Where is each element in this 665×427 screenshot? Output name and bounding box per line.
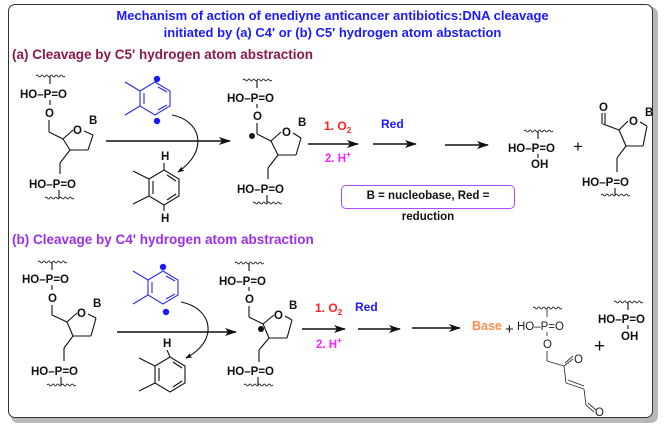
hydrogen-label-top: H: [161, 151, 169, 163]
radical-dot-icon: [258, 326, 264, 332]
scheme-title-line-1: Mechanism of action of enediyne anticanc…: [116, 8, 549, 23]
base-label: B: [645, 107, 653, 119]
phosphate-top-label: HO–P=O: [219, 276, 266, 288]
hydroxyl-label: OH: [621, 331, 638, 343]
phosphate-top-label: HO–P=O: [22, 274, 69, 286]
section-a-step-1: 1. O2: [324, 119, 352, 135]
ring-oxygen-label: O: [274, 310, 283, 322]
radical-dot-icon: [249, 133, 255, 139]
phosphate-label: HO–P=O: [582, 177, 629, 189]
radical-dot-icon: [153, 75, 161, 83]
aldehyde-oxygen-label: O: [599, 102, 608, 114]
ring-oxygen-label: O: [77, 308, 86, 320]
radical-dot-icon: [159, 263, 167, 271]
section-a-benzene-product: H H: [132, 151, 180, 225]
phosphate-top-label: HO–P=O: [227, 93, 274, 105]
hydroxyl-label: OH: [531, 159, 548, 171]
section-b-benzene-product: H: [138, 338, 186, 393]
section-b-base-product: Base: [472, 319, 502, 333]
radical-dot-icon: [162, 308, 170, 316]
phosphate-bottom-label: HO–P=O: [227, 366, 274, 378]
section-b-product-enone-aldehyde: HO–P=O O O O: [517, 306, 604, 419]
section-b-plus-2: +: [594, 336, 605, 357]
section-b-step-1: 1. O2: [315, 301, 343, 317]
section-b-step-2: 2. H+: [316, 336, 342, 351]
section-a-reagent-red: Red: [381, 117, 404, 131]
section-b-benzene-diradical: [132, 263, 179, 316]
ester-oxygen-label: O: [48, 293, 57, 305]
scheme-title-line-2: initiated by (a) C4' or (b) C5' hydrogen…: [163, 25, 502, 40]
ring-oxygen-label: O: [629, 116, 638, 128]
phosphate-label: HO–P=O: [508, 143, 555, 155]
ring-oxygen-label: O: [73, 125, 82, 137]
section-a-c5-radical-intermediate: HO–P=O O O B HO–P=O: [227, 78, 306, 205]
section-b-reactant-nucleotide: HO–P=O O O B HO–P=O: [22, 260, 101, 387]
phosphate-label: HO–P=O: [598, 314, 645, 326]
section-a-reactant-nucleotide: HO–P=O O O B HO–P=O: [20, 74, 97, 200]
section-b-heading: (b) Cleavage by C4' hydrogen atom abstra…: [12, 232, 314, 247]
ester-oxygen-label: O: [245, 294, 254, 306]
section-b-plus-1: +: [505, 321, 514, 338]
section-a-benzene-diradical: [124, 75, 171, 125]
base-label: B: [89, 115, 97, 127]
ketone-oxygen-label: O: [574, 354, 583, 366]
phosphate-top-label: HO–P=O: [20, 89, 67, 101]
ring-oxygen-label: O: [282, 127, 291, 139]
phosphate-label: HO–P=O: [517, 321, 564, 333]
ester-oxygen-label: O: [543, 339, 552, 351]
section-a-step-2: 2. H+: [325, 150, 351, 165]
hydrogen-label: H: [163, 338, 171, 350]
section-a-heading: (a) Cleavage by C5' hydrogen atom abstra…: [12, 47, 314, 62]
hydrogen-label-bottom: H: [161, 213, 169, 225]
legend-note: B = nucleobase, Red = reduction: [341, 185, 515, 223]
section-b-reagent-red: Red: [355, 300, 378, 314]
ester-oxygen-label: O: [45, 108, 54, 120]
section-a-product-aldehyde-sugar: O O B HO–P=O: [582, 102, 653, 197]
phosphate-bottom-label: HO–P=O: [29, 179, 76, 191]
ester-oxygen-label: O: [253, 111, 262, 123]
base-label: B: [93, 298, 101, 310]
section-a-curved-arrow: [171, 114, 199, 173]
section-a-plus: +: [573, 137, 583, 156]
section-b-c4-radical-intermediate: HO–P=O O O B HO–P=O: [219, 261, 297, 387]
phosphate-bottom-label: HO–P=O: [31, 366, 78, 378]
base-label: B: [298, 117, 306, 129]
section-b-curved-arrow: [180, 301, 209, 359]
radical-dot-icon: [153, 117, 161, 125]
scheme-frame: [8, 4, 653, 418]
base-label: B: [289, 300, 297, 312]
section-a-product-phosphate: HO–P=O OH: [508, 129, 555, 171]
aldehyde-oxygen-label: O: [595, 407, 604, 419]
section-b-product-phosphate: HO–P=O OH: [598, 300, 645, 343]
phosphate-bottom-label: HO–P=O: [237, 184, 284, 196]
